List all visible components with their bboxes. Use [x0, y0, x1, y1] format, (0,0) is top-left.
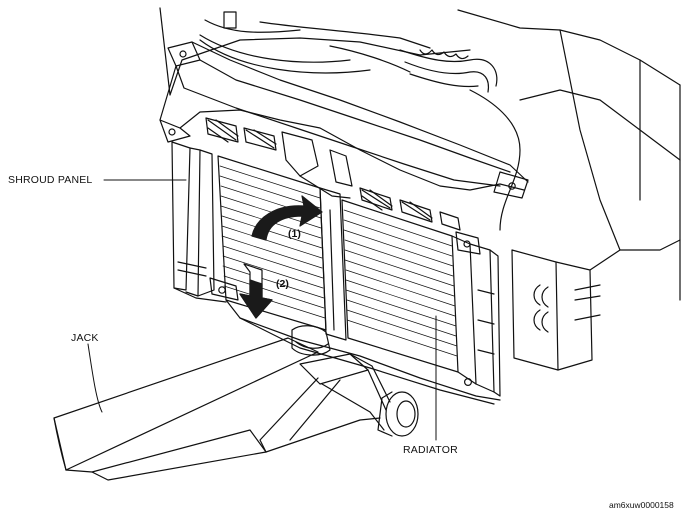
shroud-panel-label: SHROUD PANEL [8, 174, 93, 186]
radiator-lower-support [291, 325, 331, 356]
step-2-callout: (2) [276, 278, 289, 290]
jack-label: JACK [71, 332, 99, 344]
shroud-panel-outline [171, 141, 239, 303]
lower-arrow-2 [239, 263, 273, 319]
radiator-label: RADIATOR [403, 444, 458, 456]
step-1-callout: (1) [288, 228, 301, 240]
radiator-support-upper-member [159, 41, 529, 255]
floor-jack [53, 337, 419, 481]
center-brace [319, 187, 347, 341]
tilt-arrow-1 [251, 195, 323, 241]
engine-bay-background [159, 7, 681, 371]
figure-code: am6xuw0000158 [609, 500, 674, 510]
jack-leader [87, 343, 103, 413]
leader-lines [87, 179, 437, 441]
radiator-core-right [225, 199, 501, 405]
